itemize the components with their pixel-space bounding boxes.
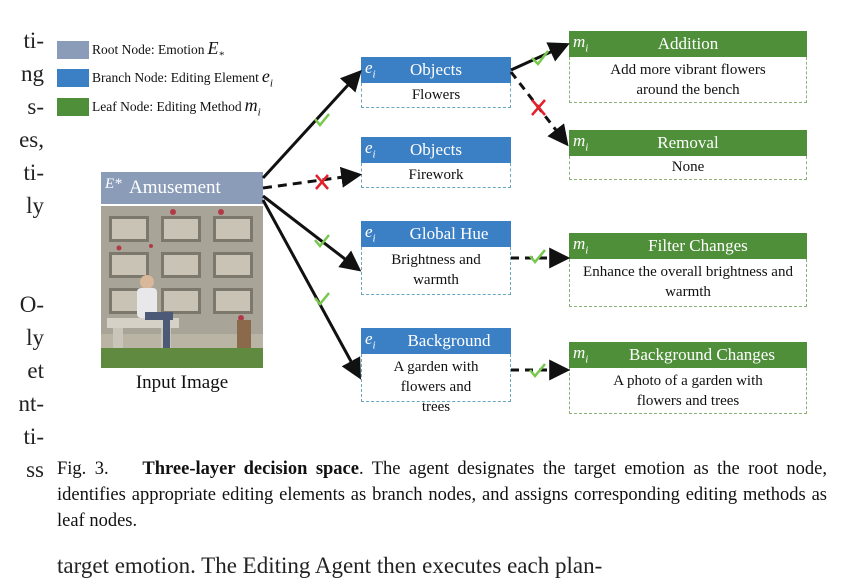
- branch-body: A garden with flowers and trees: [361, 354, 511, 415]
- caption-text: . The agent designates the target emotio…: [57, 459, 827, 531]
- arrow-branch1-leaf1: [510, 42, 570, 72]
- branch-node-objects: ei Objects: [361, 57, 511, 83]
- side-line: ti-: [23, 424, 44, 449]
- leaf-title: Filter Changes: [648, 236, 748, 255]
- side-line: s-: [27, 94, 44, 119]
- branch-node-objects-2: ei Objects: [361, 137, 511, 163]
- arrow-root-branch2: [262, 166, 363, 190]
- side-line: ss: [26, 457, 44, 482]
- branch-node-background: ei Background: [361, 328, 511, 354]
- leaf-body: A photo of a garden with flowers and tre…: [569, 368, 807, 414]
- check-icon: [531, 50, 549, 66]
- leaf-title: Addition: [657, 34, 719, 53]
- side-line: O-: [19, 292, 44, 317]
- check-icon: [314, 234, 330, 248]
- arrow-root-branch4: [261, 199, 362, 380]
- side-line: et: [27, 358, 44, 383]
- cross-icon: [315, 174, 329, 190]
- arrow-root-branch3: [262, 194, 362, 272]
- leaf-symbol: mi: [573, 343, 589, 366]
- legend-swatch-branch: [57, 69, 89, 87]
- side-line: ly: [26, 325, 44, 350]
- leaf-body: Add more vibrant flowers around the benc…: [569, 57, 807, 103]
- side-line: ti-: [23, 28, 44, 53]
- legend-label: Leaf Node: Editing Method: [92, 99, 242, 114]
- check-icon: [314, 113, 330, 127]
- legend-root: Root Node: Emotion E*: [57, 38, 225, 62]
- legend-math: ei: [261, 66, 273, 90]
- arrow-root-branch1: [261, 69, 362, 180]
- root-symbol: E*: [105, 176, 122, 192]
- leaf-node-removal: mi Removal: [569, 130, 807, 156]
- leaf-node-background-changes: mi Background Changes: [569, 342, 807, 368]
- check-icon: [529, 363, 546, 378]
- figure-caption: Fig. 3. Three-layer decision space. The …: [57, 456, 827, 534]
- leaf-symbol: mi: [573, 234, 589, 257]
- side-line: ti-: [23, 160, 44, 185]
- leaf-title: Background Changes: [629, 345, 775, 364]
- leaf-symbol: mi: [573, 131, 589, 154]
- legend-swatch-root: [57, 41, 89, 59]
- branch-title: Objects: [410, 140, 462, 159]
- side-line: ng: [21, 61, 44, 86]
- check-icon: [529, 249, 546, 264]
- legend-label: Root Node: Emotion: [92, 42, 205, 57]
- legend-math: mi: [244, 95, 261, 119]
- branch-symbol: ei: [365, 329, 376, 352]
- branch-body: Firework: [361, 163, 511, 188]
- leaf-node-addition: mi Addition: [569, 31, 807, 57]
- branch-symbol: ei: [365, 222, 376, 245]
- body-text-line: target emotion. The Editing Agent then e…: [57, 553, 603, 578]
- legend-leaf: Leaf Node: Editing Method mi: [57, 95, 261, 119]
- input-image-label: Input Image: [135, 372, 229, 393]
- input-image: [101, 206, 263, 368]
- branch-body: Brightness and warmth: [361, 247, 511, 295]
- legend-math: E*: [207, 38, 225, 62]
- leaf-body: None: [569, 156, 807, 180]
- cross-icon: [531, 99, 546, 116]
- branch-body: Flowers: [361, 83, 511, 108]
- branch-title: Background: [407, 331, 491, 350]
- branch-symbol: ei: [365, 138, 376, 161]
- side-line: nt-: [18, 391, 44, 416]
- legend-swatch-leaf: [57, 98, 89, 116]
- branch-symbol: ei: [365, 58, 376, 81]
- side-line: ly: [26, 193, 44, 218]
- branch-title: Objects: [410, 60, 462, 79]
- side-line: es,: [19, 127, 44, 152]
- leaf-node-filter-changes: mi Filter Changes: [569, 233, 807, 259]
- caption-bold: Three-layer decision space: [142, 459, 359, 479]
- leaf-title: Removal: [657, 133, 719, 152]
- leaf-symbol: mi: [573, 32, 589, 55]
- legend-branch: Branch Node: Editing Element ei: [57, 66, 273, 90]
- root-label: Amusement: [129, 177, 221, 198]
- branch-title: Global Hue: [409, 224, 489, 243]
- check-icon: [314, 292, 330, 306]
- leaf-body: Enhance the overall brightness and warmt…: [569, 259, 807, 307]
- branch-node-global-hue: ei Global Hue: [361, 221, 511, 247]
- caption-prefix: Fig. 3.: [57, 459, 109, 479]
- root-node: E* Amusement: [101, 172, 263, 204]
- left-column-text: ti- ng s- es, ti- ly O- ly et nt- ti- ss: [0, 24, 44, 486]
- legend-label: Branch Node: Editing Element: [92, 70, 259, 85]
